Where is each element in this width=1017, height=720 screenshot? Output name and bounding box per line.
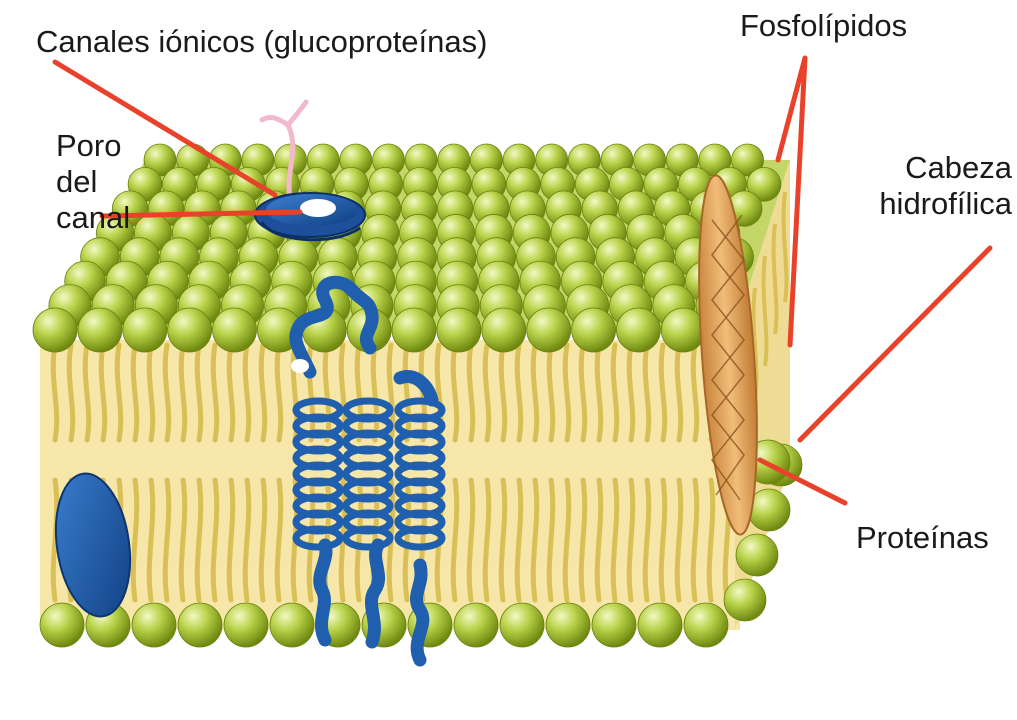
- leader-cabeza: [797, 245, 993, 443]
- label-cabeza-line1: Cabeza: [905, 150, 1012, 185]
- lipid-tail: [226, 342, 236, 603]
- transmembrane-helix-protein: [289, 275, 446, 667]
- channel-pore: [300, 199, 336, 217]
- lipid-tail: [594, 342, 604, 603]
- label-cabeza-line2: hidrofílica: [879, 186, 1012, 221]
- lipid-head: [32, 307, 78, 353]
- lipid-head: [545, 602, 591, 648]
- leader-canales: [52, 59, 278, 198]
- lipid-tail: [674, 342, 684, 603]
- lipid-tail: [658, 342, 668, 603]
- lipid-head: [481, 307, 527, 353]
- label-canales-ionicos: Canales iónicos (glucoproteínas): [36, 24, 488, 59]
- lipid-head: [269, 602, 315, 648]
- blue-oval-protein: [54, 472, 132, 618]
- helix-coil: [292, 525, 344, 551]
- lipid-tail: [450, 342, 460, 603]
- lipid-tail: [530, 342, 540, 603]
- label-cabeza-hidrofilica: Cabeza hidrofílica: [862, 150, 1012, 222]
- lipid-head: [391, 307, 437, 353]
- helix-loop-highlight: [291, 359, 309, 373]
- lipid-tail: [514, 342, 524, 603]
- lipid-tail: [642, 342, 652, 603]
- lipid-head: [453, 602, 499, 648]
- leader-fosfolipidos-a: [775, 55, 808, 163]
- lipid-tail: [610, 342, 620, 603]
- leader-lines: [52, 55, 993, 506]
- lipid-tail-side: [781, 191, 789, 303]
- lipid-head: [723, 578, 767, 622]
- lipid-tail: [562, 342, 572, 603]
- label-poro-line2: del canal: [56, 164, 131, 235]
- lipid-head: [39, 602, 85, 648]
- lipid-head: [683, 602, 729, 648]
- lipid-tail: [626, 342, 636, 603]
- lipid-head: [637, 602, 683, 648]
- lipid-head: [131, 602, 177, 648]
- helix-coil: [394, 525, 446, 551]
- lipid-head: [616, 307, 661, 353]
- lipid-head: [177, 602, 223, 648]
- ion-channel-glycoprotein: [254, 99, 366, 242]
- label-proteinas: Proteínas: [856, 520, 989, 555]
- lipid-head: [122, 307, 168, 353]
- lipid-head: [571, 307, 616, 353]
- lipid-tail: [466, 342, 476, 603]
- lipid-head: [591, 602, 637, 648]
- leader-fosfolipidos-b: [787, 55, 808, 348]
- lipid-head: [735, 533, 779, 577]
- lipid-head: [731, 143, 764, 177]
- lipid-head: [223, 602, 269, 648]
- lipid-head: [499, 602, 545, 648]
- lipid-tail-side: [761, 255, 769, 367]
- lipid-tail: [546, 342, 556, 603]
- lipid-tail: [162, 342, 172, 603]
- lipid-tail: [242, 342, 252, 603]
- lipid-tail: [258, 342, 268, 603]
- lipid-tail: [210, 342, 220, 603]
- lipid-tail-side: [771, 223, 779, 335]
- label-poro-del-canal: Poro del canal: [56, 128, 166, 236]
- lipid-tail: [274, 342, 284, 603]
- lipid-head: [77, 307, 123, 353]
- lipid-tail: [498, 342, 508, 603]
- orange-protein: [698, 174, 758, 536]
- lipid-tail: [130, 342, 140, 603]
- lipid-tail: [690, 342, 700, 603]
- lipid-head: [212, 307, 257, 353]
- label-fosfolipidos: Fosfolípidos: [740, 8, 908, 43]
- helix-coil: [342, 525, 394, 551]
- label-poro-line1: Poro: [56, 128, 122, 163]
- lipid-head: [526, 307, 572, 353]
- lipid-tail: [146, 342, 156, 603]
- lipid-head: [436, 307, 482, 353]
- lipid-head: [167, 307, 213, 353]
- leader-poro: [99, 209, 303, 219]
- leader-proteinas: [757, 457, 848, 506]
- lipid-head: [746, 167, 782, 202]
- lipid-heads-bottom-layer: [39, 602, 729, 648]
- lipid-tail: [578, 342, 588, 603]
- lipid-head: [660, 307, 706, 353]
- lipid-tail: [178, 342, 188, 603]
- lipid-tail: [50, 342, 60, 603]
- lipid-tail: [194, 342, 204, 603]
- lipid-tail: [482, 342, 492, 603]
